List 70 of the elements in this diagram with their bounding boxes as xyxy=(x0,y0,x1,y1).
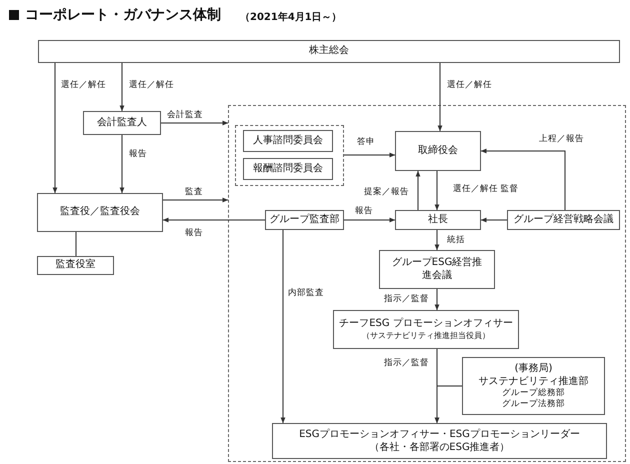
box-label: ESGプロモーションオフィサー・ESGプロモーションリーダー xyxy=(299,428,580,441)
edge-label: 選任／解任 xyxy=(60,80,107,90)
edge-label: 選任／解任 監督 xyxy=(452,184,520,194)
dashed-group-frame xyxy=(228,105,626,462)
arrow xyxy=(52,62,58,194)
box-label: 人事諮問委員会 xyxy=(253,134,323,148)
arrow xyxy=(280,230,286,424)
box-label: 社長 xyxy=(428,214,448,226)
edge-label: 指示／監督 xyxy=(383,358,430,368)
box-label: チーフESG プロモーションオフィサー xyxy=(339,318,513,331)
org-box xyxy=(265,210,344,230)
arrow xyxy=(434,230,440,250)
org-box xyxy=(395,210,481,230)
edge-label: 答申 xyxy=(356,137,376,148)
arrow xyxy=(434,170,440,210)
box-text: グループ法務部 xyxy=(502,399,565,410)
box-text: （サステナビリティ推進担当役員） xyxy=(362,330,490,341)
edge-label: 会計監査 xyxy=(166,110,204,120)
box-text: （各社・各部署のESG推進者） xyxy=(369,441,510,454)
edge-label: 選任／解任 xyxy=(446,80,493,90)
edge-label: 報告 xyxy=(128,149,148,160)
box-label: グループ監査部 xyxy=(270,214,340,226)
edge-label: 上程／報告 xyxy=(538,134,585,144)
org-box xyxy=(38,40,620,63)
edge-label: 報告 xyxy=(354,206,374,216)
arrow xyxy=(416,170,420,210)
edge-label: 内部監査 xyxy=(287,288,325,298)
arrow xyxy=(438,62,442,132)
arrow xyxy=(344,218,396,222)
edge-label: 統括 xyxy=(446,235,466,246)
org-box xyxy=(37,193,163,232)
arrow xyxy=(480,218,508,222)
box-label: 株主総会 xyxy=(309,45,349,58)
edge-label: 選任／解任 xyxy=(128,80,175,90)
org-box xyxy=(37,256,114,275)
box-label: 報酬諮問委員会 xyxy=(253,162,323,176)
box-label: 監査役／監査役会 xyxy=(60,206,140,219)
org-box xyxy=(462,357,605,415)
org-box xyxy=(243,158,333,180)
org-box xyxy=(272,423,607,459)
edge-label: 指示／監督 xyxy=(383,294,430,304)
arrow xyxy=(162,198,228,202)
box-label: グループESG経営推進会議 xyxy=(391,257,483,282)
date-note: （2021年4月1日～） xyxy=(240,10,342,24)
org-box xyxy=(395,131,481,171)
arrow xyxy=(120,62,124,112)
box-label: (事務局) xyxy=(514,362,552,375)
box-text: グループ総務部 xyxy=(502,388,565,398)
org-box xyxy=(333,310,519,349)
arrow xyxy=(344,152,396,158)
org-box xyxy=(507,210,620,230)
arrow xyxy=(160,120,228,126)
edge-label: 報告 xyxy=(184,228,204,238)
arrow xyxy=(120,134,124,194)
box-label: 監査役室 xyxy=(56,259,96,272)
edge-label: 監査 xyxy=(184,187,204,198)
box-label: 取締役会 xyxy=(418,144,458,158)
arrow xyxy=(434,386,462,424)
box-text: サステナビリティ推進部 xyxy=(478,374,588,388)
title: コーポレート・ガバナンス体制 xyxy=(25,6,221,24)
dashed-group-frame xyxy=(235,125,344,186)
org-box xyxy=(243,130,333,152)
edge-label: 提案／報告 xyxy=(363,187,410,198)
box-label: 会計監査人 xyxy=(97,116,147,130)
arrow xyxy=(480,148,566,210)
org-box xyxy=(379,250,495,289)
arrow xyxy=(434,288,440,310)
box-label: グループ経営戦略会議 xyxy=(514,214,614,226)
org-box xyxy=(83,111,161,135)
arrow xyxy=(162,218,266,222)
